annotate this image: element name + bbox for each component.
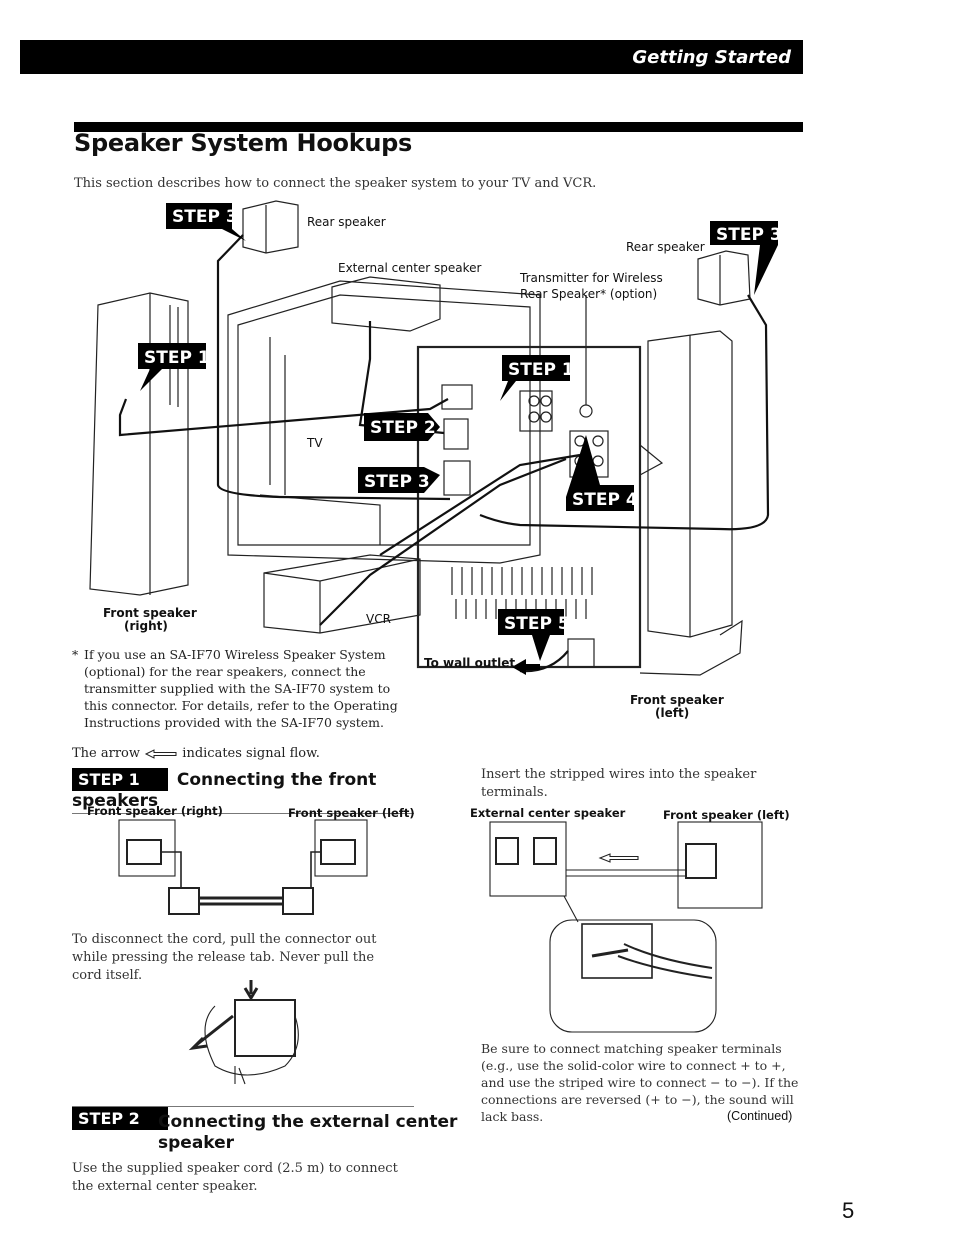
intro-text: This section describes how to connect th… [74, 176, 597, 191]
svg-text:STEP 3: STEP 3 [716, 225, 782, 245]
step2-title-line2: speaker [158, 1133, 235, 1153]
diagram-step1-left-badge: STEP 1 [138, 343, 210, 391]
tv-drawing [227, 280, 541, 564]
center-speaker-drawing [331, 276, 441, 332]
label-rear-speaker-right: Rear speaker [626, 240, 705, 254]
page-title: Speaker System Hookups [74, 129, 413, 157]
label-front-speaker-left-1: Front speaker [630, 693, 724, 707]
diagram-step3-left-badge: STEP 3 [166, 203, 246, 241]
label-front-speaker-right-2: (right) [124, 619, 168, 633]
step2-title-line1: Connecting the external center [158, 1112, 458, 1132]
wall-outlet-arrow [512, 659, 540, 675]
page-number: 5 [842, 1198, 855, 1223]
diagram-step1-right-badge: STEP 1 [500, 355, 574, 401]
step2-heading-rule [72, 1106, 414, 1107]
hookup-diagram: STEP 3 STEP 3 STEP 1 STEP 1 STEP 2 STEP … [89, 200, 782, 676]
step1-label-right: Front speaker (right) [87, 804, 223, 818]
vcr-audio-cable [319, 457, 567, 626]
label-vcr: VCR [366, 612, 391, 626]
right-label-center: External center speaker [470, 806, 626, 820]
arrow-note-after: indicates signal flow. [182, 746, 320, 761]
right-intro: Insert the stripped wires into the speak… [481, 767, 757, 800]
step1-label-left: Front speaker (left) [288, 806, 415, 820]
label-front-speaker-right-1: Front speaker [103, 606, 197, 620]
signal-flow-arrow-icon [145, 748, 177, 759]
title-rule [74, 122, 803, 132]
tv-audio-cable [379, 453, 581, 556]
label-tv: TV [307, 436, 323, 450]
diagram-step4-badge: STEP 4 [566, 435, 638, 511]
step2-text: Use the supplied speaker cord (2.5 m) to… [72, 1161, 398, 1194]
label-transmitter-line1: Transmitter for Wireless [520, 271, 663, 285]
section-header-bar: Getting Started [20, 40, 803, 74]
rear-right-cable [479, 294, 770, 531]
front-speaker-cord-diagram [118, 819, 368, 915]
footnote-text: If you use an SA-IF70 Wireless Speaker S… [84, 647, 398, 730]
label-front-speaker-left-2: (left) [655, 706, 690, 720]
terminal-wiring-diagram [489, 821, 763, 1033]
svg-text:STEP 2: STEP 2 [370, 418, 436, 438]
diagram-step3-right-badge: STEP 3 [710, 221, 782, 295]
step1-badge: STEP 1 [72, 768, 168, 791]
step2-badge: STEP 2 [72, 1107, 168, 1130]
svg-text:STEP 4: STEP 4 [572, 490, 638, 510]
section-title: Getting Started [632, 47, 791, 68]
step1-title: Connecting the front speakers [72, 770, 377, 811]
svg-text:STEP 3: STEP 3 [364, 472, 430, 492]
right-text: Be sure to connect matching speaker term… [481, 1041, 799, 1124]
front-speaker-left-drawing [647, 330, 733, 638]
step1-text: To disconnect the cord, pull the connect… [72, 932, 377, 983]
front-right-cable [118, 398, 449, 437]
label-external-center-speaker: External center speaker [338, 261, 482, 275]
diagram-step2-badge: STEP 2 [364, 413, 440, 441]
svg-text:STEP 1: STEP 1 [144, 348, 210, 368]
rear-speaker-left-drawing [242, 200, 299, 254]
rear-left-cable [216, 234, 451, 501]
svg-text:STEP 3: STEP 3 [172, 207, 238, 227]
label-wall-outlet: To wall outlet [424, 656, 516, 670]
arrow-note-before: The arrow [72, 746, 141, 761]
rear-speaker-right-drawing [697, 250, 751, 306]
continued-label: (Continued) [727, 1109, 793, 1123]
svg-text:STEP 5: STEP 5 [504, 614, 570, 634]
diagram-step5-badge: STEP 5 [498, 609, 570, 661]
label-rear-speaker-left: Rear speaker [307, 215, 386, 229]
footnote: * If you use an SA-IF70 Wireless Speaker… [72, 646, 407, 731]
disconnect-illustration [188, 980, 299, 1085]
front-speaker-right-drawing [89, 292, 189, 596]
diagram-step3-mid-badge: STEP 3 [358, 467, 440, 493]
step1-heading: STEP 1 Connecting the front speakers [72, 768, 414, 814]
vcr-drawing [263, 554, 421, 634]
right-label-front-left: Front speaker (left) [663, 808, 790, 822]
arrow-note: The arrow indicates signal flow. [72, 746, 320, 761]
label-transmitter-line2: Rear Speaker* (option) [520, 287, 658, 301]
svg-text:STEP 1: STEP 1 [508, 360, 574, 380]
footnote-mark: * [72, 647, 79, 662]
